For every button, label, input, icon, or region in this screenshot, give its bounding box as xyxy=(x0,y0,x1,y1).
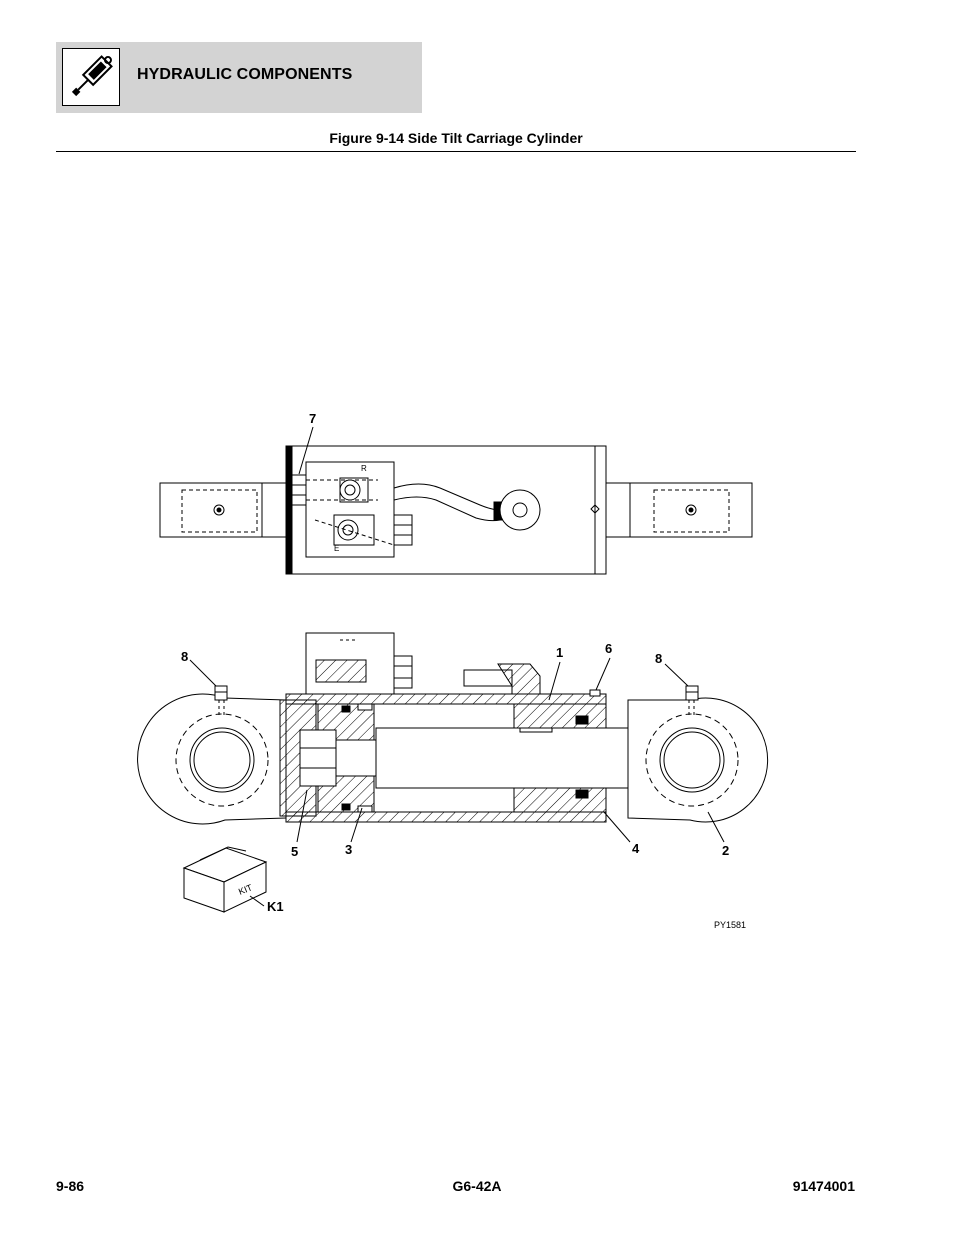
top-view xyxy=(159,445,753,575)
port-label-e: E xyxy=(334,544,339,553)
callout-8-right: 8 xyxy=(655,651,662,666)
callout-k1: K1 xyxy=(267,899,284,914)
header-rule xyxy=(56,151,856,152)
leader-lines xyxy=(189,426,725,907)
callout-5: 5 xyxy=(291,844,298,859)
port-label-r: R xyxy=(361,464,367,473)
hydraulic-cylinder-icon xyxy=(62,48,120,106)
callout-3: 3 xyxy=(345,842,352,857)
callout-7: 7 xyxy=(309,411,316,426)
footer-model: G6-42A xyxy=(452,1178,502,1194)
callout-2: 2 xyxy=(722,843,729,858)
footer-page-number: 9-86 xyxy=(56,1178,85,1194)
figure-title: Figure 9-14 Side Tilt Carriage Cylinder xyxy=(329,130,583,146)
section-title: HYDRAULIC COMPONENTS xyxy=(137,66,353,83)
callout-1: 1 xyxy=(556,645,563,660)
kit-box-icon xyxy=(182,846,268,913)
footer-part-number: 91474001 xyxy=(792,1178,855,1194)
callout-6: 6 xyxy=(605,641,612,656)
section-view xyxy=(137,632,769,825)
callout-4: 4 xyxy=(632,841,640,856)
callout-8-left: 8 xyxy=(181,649,188,664)
figure-ref-code: PY1581 xyxy=(714,920,746,930)
